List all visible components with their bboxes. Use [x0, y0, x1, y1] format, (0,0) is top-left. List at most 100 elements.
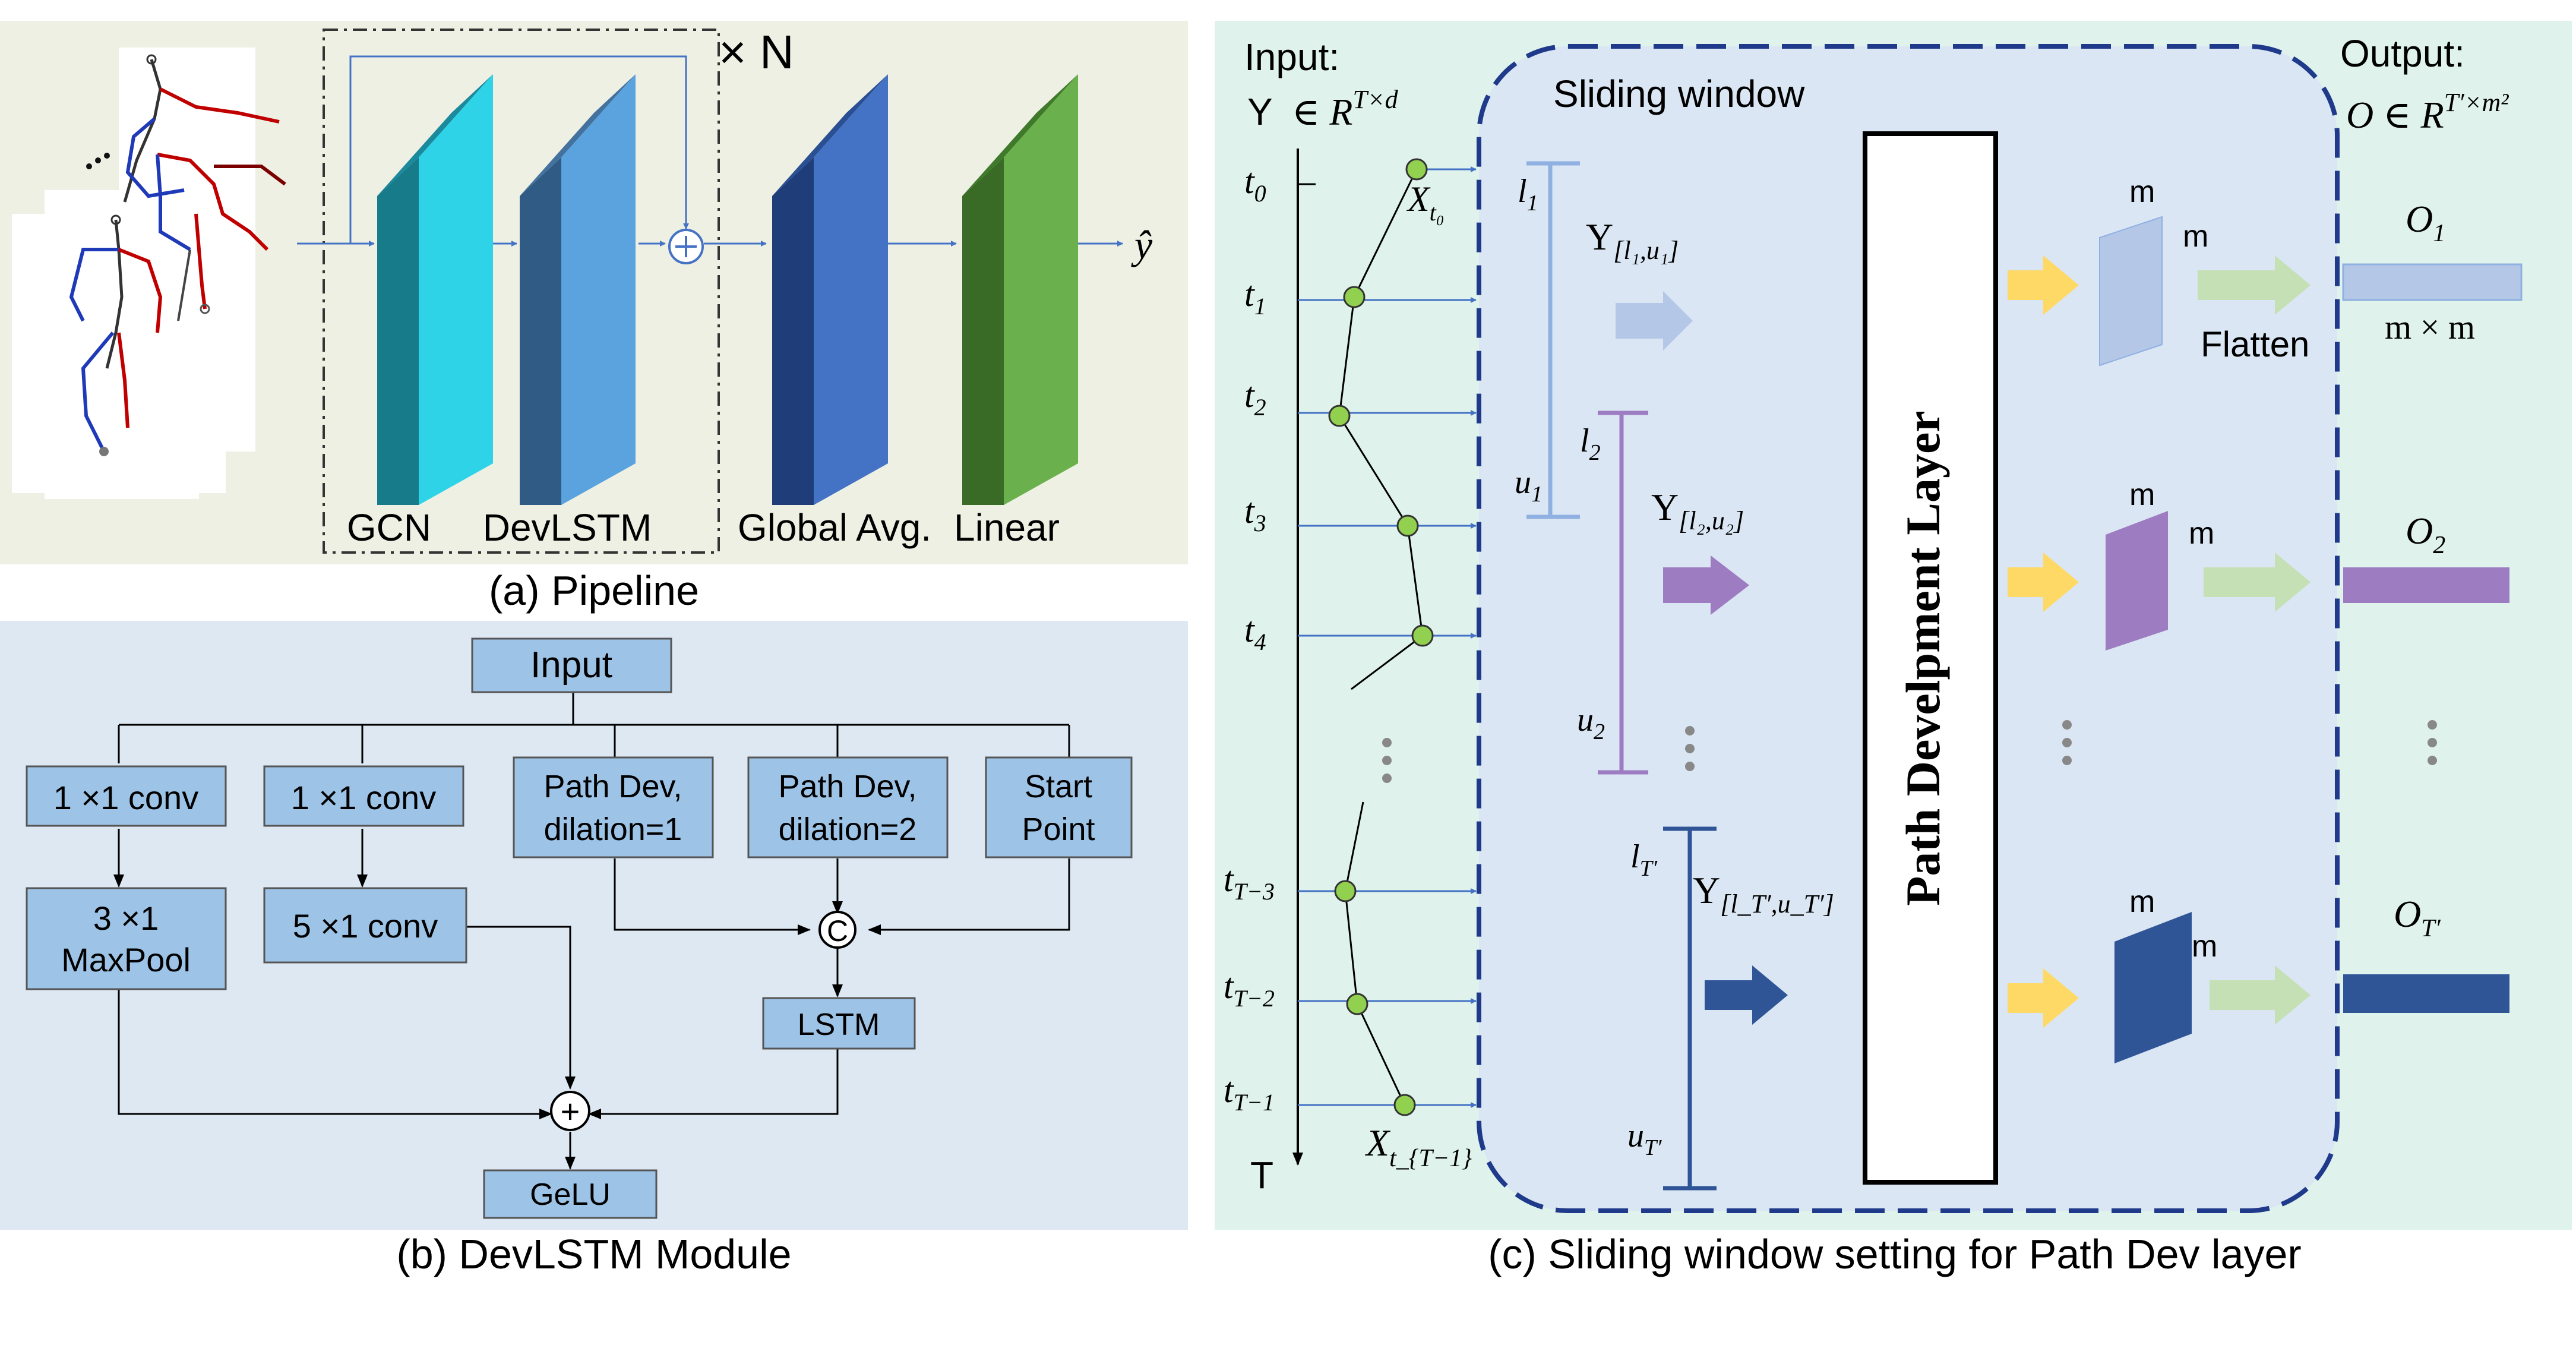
output-bar-1 [2342, 263, 2523, 301]
time-axis-end-label: T [1250, 1154, 1273, 1197]
output-label-2: O2 [2406, 510, 2445, 559]
window-3-u: uT′ [1627, 1117, 1662, 1160]
window-2-l: l2 [1580, 422, 1601, 465]
path-trajectory-tail [1344, 801, 1406, 1106]
green-arrow-3 [2210, 965, 2311, 1025]
skeleton-frames-image [12, 48, 286, 499]
path-development-layer-label: Path Develpment Layer [1896, 411, 1950, 906]
path-node-tT-3 [1334, 880, 1357, 902]
path-node-t3 [1396, 514, 1419, 537]
input-box-label: Input [530, 645, 612, 686]
start-point-line1: Start [1025, 769, 1092, 804]
matrix-3 [2114, 912, 2192, 1063]
repeat-multiplier: × N [719, 26, 794, 78]
input-y: Y [1247, 90, 1273, 133]
path-dev-dilation2-line2: dilation=2 [779, 812, 917, 847]
x-last-label: Xt_{T−1} [1364, 1122, 1472, 1172]
window-2: l2 u2 Y[l₂,u₂] [1577, 411, 1749, 775]
devlstm-label: DevLSTM [483, 506, 652, 549]
path-dev-dilation2-line1: Path Dev, [778, 769, 916, 804]
window-3-l: lT′ [1630, 838, 1658, 881]
conv5x1-label: 5 ×1 conv [293, 907, 438, 945]
time-label-t0: t0 [1244, 162, 1266, 207]
green-arrow-1 [2198, 255, 2311, 315]
concat-label: C [827, 914, 848, 948]
path-dev-dilation2-box [747, 756, 949, 858]
panel-b-devlstm-module: Input 1 ×1 conv 1 ×1 conv Path Dev, dila… [0, 621, 1188, 1230]
window-1: l1 u1 Y[l₁,u₁] [1515, 161, 1693, 519]
yellow-arrow-2 [2008, 553, 2079, 612]
conv5x1-box [263, 887, 467, 964]
output-y-hat: ŷ [1131, 222, 1153, 267]
output-label: Output: [2340, 32, 2465, 75]
matrix-2-m-top: m [2129, 478, 2155, 512]
repeat-block-boundary [323, 29, 720, 554]
green-arrow-2 [2204, 553, 2311, 612]
input-box [471, 637, 672, 693]
time-label-t4: t4 [1244, 610, 1266, 655]
yellow-arrow-3 [2008, 968, 2079, 1028]
x-first-label: Xt₀ [1406, 179, 1445, 226]
matrix-1 [2099, 216, 2163, 367]
conv1x1-box-b [263, 765, 464, 827]
path-dev-dilation1-line2: dilation=1 [544, 812, 682, 847]
matrix-3-m-top: m [2129, 885, 2155, 919]
flatten-label: Flatten [2201, 324, 2309, 364]
time-label-t1: t1 [1244, 274, 1266, 320]
output-label-1: O1 [2406, 198, 2445, 247]
conv1x1-label-a: 1 ×1 conv [53, 779, 198, 816]
conv1x1-box-a [26, 765, 227, 827]
add-label: + [561, 1093, 580, 1130]
maxpool-box [26, 887, 227, 990]
global-avg-label: Global Avg. [738, 506, 931, 549]
time-label-tT-2: tT−2 [1224, 967, 1275, 1012]
matrix-1-m-right: m [2183, 219, 2208, 254]
window-2-label: Y[l₂,u₂] [1651, 486, 1744, 535]
path-node-t4 [1411, 624, 1434, 647]
output-bar-2 [2343, 567, 2509, 603]
matrix-2-m-right: m [2189, 516, 2214, 551]
window-1-label: Y[l₁,u₁] [1586, 216, 1679, 265]
lstm-box [762, 997, 916, 1050]
path-trajectory [1338, 169, 1424, 690]
matrix-2 [2106, 511, 2168, 651]
gelu-label: GeLU [530, 1177, 611, 1212]
conv1x1-label-b: 1 ×1 conv [291, 779, 436, 816]
gcn-block [377, 74, 493, 505]
path-dev-dilation1-line1: Path Dev, [543, 769, 682, 804]
linear-block [962, 74, 1078, 505]
panel-a-caption: (a) Pipeline [489, 567, 699, 614]
output-space-sup: T′×m² [2444, 88, 2509, 117]
input-label: Input: [1244, 36, 1339, 78]
start-point-box [985, 756, 1133, 858]
window-3-label: Y[l_T′,u_T′] [1693, 869, 1834, 918]
window-2-u: u2 [1577, 702, 1605, 744]
matrix-3-m-right: m [2192, 929, 2217, 964]
window-1-l: l1 [1518, 173, 1538, 216]
time-label-tT-3: tT−3 [1224, 860, 1275, 905]
window-1-u: u1 [1515, 464, 1543, 507]
maxpool-line2: MaxPool [61, 941, 191, 978]
gcn-label: GCN [347, 506, 431, 549]
panel-a-pipeline: × N ŷ [0, 21, 1188, 564]
add-icon [550, 1091, 590, 1131]
sliding-window-label: Sliding window [1553, 72, 1805, 115]
input-space-sup: T×d [1352, 85, 1398, 114]
path-node-t2 [1328, 405, 1351, 427]
path-node-tT-1 [1393, 1094, 1416, 1116]
output-space: O ∈ RT′×m² [2346, 88, 2509, 136]
path-node-t1 [1343, 286, 1366, 308]
panel-c-caption: (c) Sliding window setting for Path Dev … [1488, 1231, 2301, 1277]
lstm-label: LSTM [798, 1008, 880, 1042]
path-node-t0 [1405, 158, 1428, 181]
matrix-1-m-top: m [2129, 175, 2155, 209]
input-space: ∈ RT×d [1292, 85, 1399, 133]
linear-label: Linear [954, 506, 1060, 549]
time-label-t3: t3 [1244, 491, 1266, 536]
start-point-line2: Point [1022, 812, 1095, 847]
time-label-t2: t2 [1244, 375, 1266, 421]
panel-c-sliding-window: Sliding window Input: Y ∈ RT×d Output: O… [1215, 21, 2572, 1230]
output-label-3: OT′ [2394, 893, 2441, 942]
panel-b-caption: (b) DevLSTM Module [396, 1231, 791, 1277]
yellow-arrow-1 [2008, 255, 2079, 315]
